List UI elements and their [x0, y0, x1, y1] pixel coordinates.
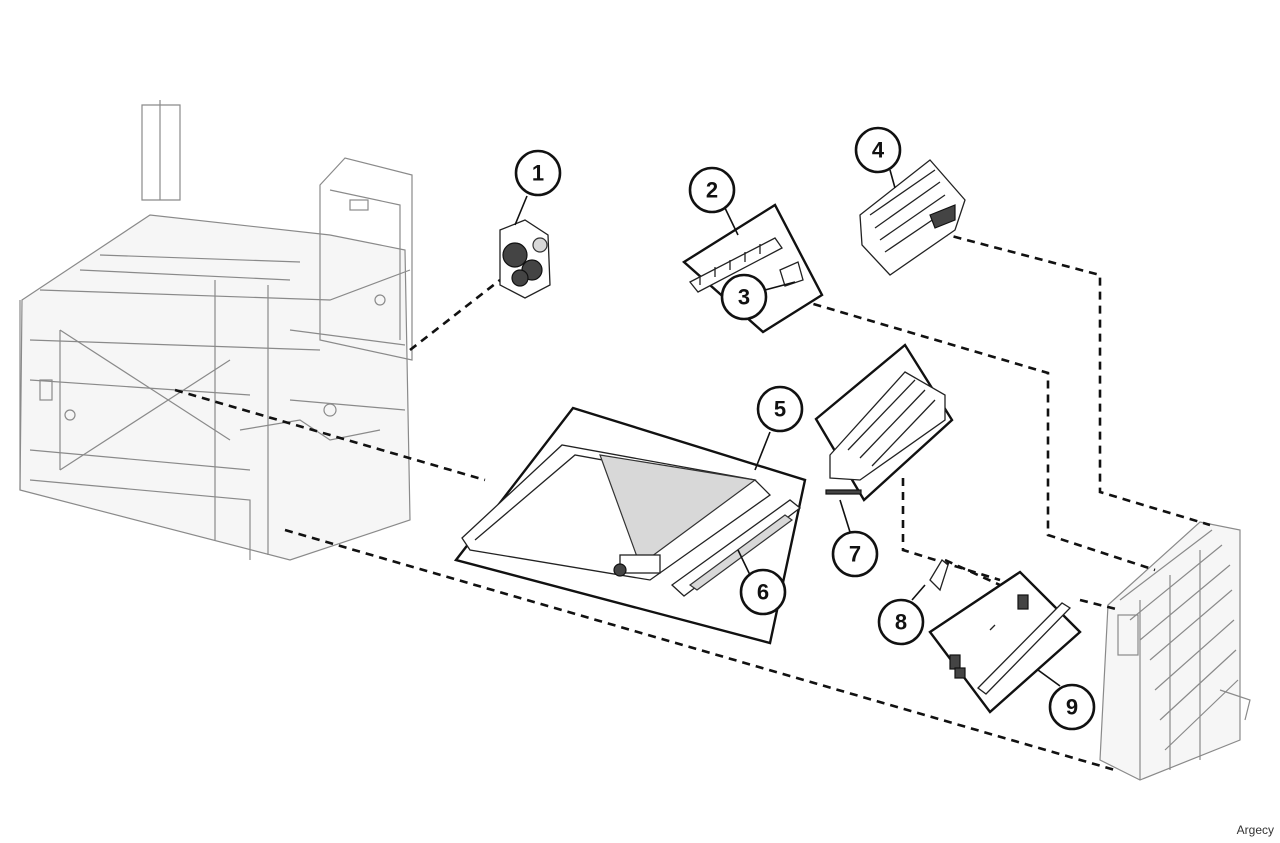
- part-2-bracket: [688, 237, 783, 293]
- callout-4-label: 4: [872, 138, 885, 163]
- callout-3: 3: [720, 273, 768, 321]
- callout-6-label: 6: [757, 580, 769, 605]
- watermark: Argecy: [1236, 823, 1274, 837]
- part-gear-drive: [499, 219, 551, 299]
- callout-3-label: 3: [738, 285, 750, 310]
- callout-5: 5: [756, 385, 804, 433]
- part-9-pickup-arm: [949, 594, 1072, 695]
- side-cover: [1099, 521, 1251, 781]
- callout-5-label: 5: [774, 397, 786, 422]
- part-7-duplex-unit: [825, 371, 946, 495]
- printer-frame: [19, 100, 413, 561]
- leader-lines: [514, 169, 1061, 687]
- callout-6: 6: [739, 568, 787, 616]
- callout-1: 1: [514, 149, 562, 197]
- callout-8-label: 8: [895, 610, 907, 635]
- callout-7-label: 7: [849, 542, 861, 567]
- part-4-guide: [859, 159, 966, 276]
- part-6-roller: [670, 499, 802, 597]
- connection-lines: [174, 231, 1211, 772]
- callout-2: 2: [688, 166, 736, 214]
- callout-2-label: 2: [706, 178, 718, 203]
- callout-7: 7: [831, 530, 879, 578]
- callout-4: 4: [854, 126, 902, 174]
- callout-8: 8: [877, 598, 925, 646]
- box-part-9: [928, 570, 1082, 714]
- part-3-clip: [779, 261, 804, 287]
- callout-9: 9: [1048, 683, 1096, 731]
- callout-1-label: 1: [532, 161, 544, 186]
- part-5-transfer-belt: [461, 444, 772, 581]
- part-8-lever: [929, 559, 949, 592]
- callout-9-label: 9: [1066, 695, 1078, 720]
